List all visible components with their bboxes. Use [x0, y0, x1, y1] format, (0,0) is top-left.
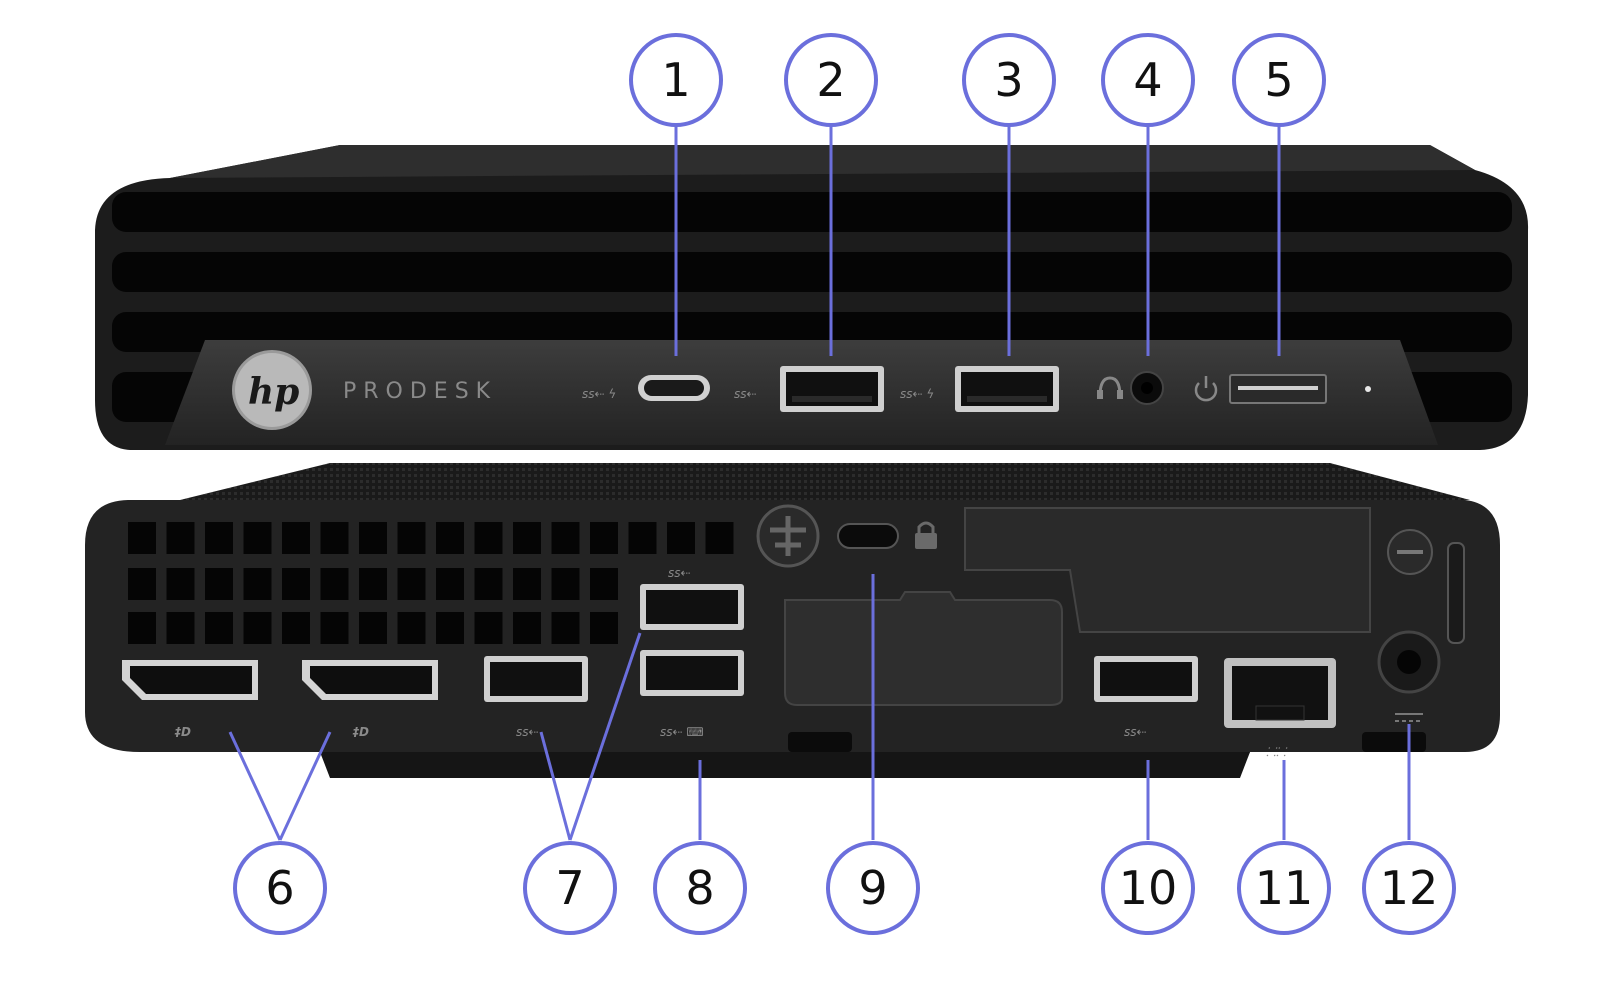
headset-icon	[1097, 376, 1123, 399]
ethernet-port	[1224, 658, 1336, 728]
svg-text:ss⇠ ⌨: ss⇠ ⌨	[660, 725, 704, 739]
vent-hole	[128, 522, 156, 554]
vent-hole	[205, 568, 233, 600]
callout-5: 5	[1232, 33, 1326, 127]
callout-lines	[228, 125, 1411, 841]
vent-hole	[166, 568, 195, 600]
svg-text:6: 6	[265, 861, 294, 915]
callout-4: 4	[1101, 33, 1195, 127]
vent-hole	[474, 568, 503, 600]
vent-hole	[590, 612, 618, 644]
expansion-cover	[784, 591, 1063, 706]
vent-hole	[667, 522, 695, 554]
displayport-1	[122, 660, 258, 700]
vent-hole	[513, 568, 541, 600]
svg-text:7: 7	[555, 861, 584, 915]
displayport-2	[302, 660, 438, 700]
svg-text:ss⇠: ss⇠	[1124, 725, 1147, 739]
vent-hole	[128, 568, 156, 600]
vent-hole	[205, 612, 233, 644]
vent-hole	[320, 568, 349, 600]
vent-hole	[397, 612, 426, 644]
svg-text:ss⇠: ss⇠	[668, 566, 691, 580]
vent-hole	[359, 612, 387, 644]
svg-text:10: 10	[1119, 861, 1178, 915]
lock-icon	[915, 521, 937, 549]
model-label: PRODESK	[343, 379, 497, 404]
vent-hole	[590, 522, 618, 554]
vent-hole	[166, 612, 195, 644]
callout-11: 11	[1237, 841, 1331, 935]
vent-hole	[282, 568, 310, 600]
vent-hole	[436, 522, 464, 554]
callout-1: 1	[629, 33, 723, 127]
vent-hole	[474, 612, 503, 644]
vent-hole	[551, 522, 580, 554]
vent-hole	[436, 612, 464, 644]
vent-hole	[282, 612, 310, 644]
svg-text:12: 12	[1380, 861, 1439, 915]
svg-text:ss⇠ ϟ: ss⇠ ϟ	[582, 387, 616, 401]
vent-hole	[628, 522, 657, 554]
vent-hole	[359, 522, 387, 554]
callout-7: 7	[523, 841, 617, 935]
power-led	[1365, 386, 1371, 392]
vent-hole	[397, 568, 426, 600]
svg-text:⸬⸬: ⸬⸬	[1266, 745, 1288, 759]
vent-hole	[513, 522, 541, 554]
power-icon	[1194, 376, 1218, 402]
vent-hole	[436, 568, 464, 600]
vent-hole	[320, 612, 349, 644]
vent-hole	[551, 568, 580, 600]
vent-hole	[551, 612, 580, 644]
svg-text:ss⇠: ss⇠	[516, 725, 539, 739]
vent-hole	[474, 522, 503, 554]
svg-text:hp: hp	[248, 371, 299, 413]
vent-hole	[243, 568, 272, 600]
vent-hole	[397, 522, 426, 554]
vent-hole	[705, 522, 734, 554]
vent-hole	[513, 612, 541, 644]
svg-text:3: 3	[994, 53, 1023, 107]
svg-text:1: 1	[661, 53, 690, 107]
rear-vent-grid	[128, 522, 734, 644]
callout-9: 9	[826, 841, 920, 935]
svg-text:ss⇠ ϟ: ss⇠ ϟ	[900, 387, 934, 401]
vent-hole	[243, 522, 272, 554]
rear-view: ‡D ‡D ss⇠ ss⇠ ss⇠ ⌨ ss⇠	[85, 463, 1500, 778]
svg-text:‡D: ‡D	[174, 725, 191, 739]
callout-2: 2	[784, 33, 878, 127]
svg-text:4: 4	[1133, 53, 1162, 107]
vent-hole	[590, 568, 618, 600]
vent-hole	[320, 522, 349, 554]
vent-hole	[359, 568, 387, 600]
vent-hole	[128, 612, 156, 644]
callout-3: 3	[962, 33, 1056, 127]
callout-12: 12	[1362, 841, 1456, 935]
svg-text:‡D: ‡D	[352, 725, 369, 739]
svg-text:9: 9	[858, 861, 887, 915]
callout-10: 10	[1101, 841, 1195, 935]
svg-text:8: 8	[685, 861, 714, 915]
vent-hole	[282, 522, 310, 554]
front-view: hp PRODESK ss⇠ ϟ ss⇠ ss⇠ ϟ	[95, 145, 1529, 450]
svg-text:ss⇠: ss⇠	[734, 387, 757, 401]
svg-text:5: 5	[1264, 53, 1293, 107]
callout-8: 8	[653, 841, 747, 935]
vent-hole	[243, 612, 272, 644]
callout-6: 6	[233, 841, 327, 935]
vent-hole	[166, 522, 195, 554]
svg-text:2: 2	[816, 53, 845, 107]
svg-text:11: 11	[1255, 861, 1314, 915]
callout-markers: 1 2 3 4 5 6 7 8	[233, 33, 1456, 935]
lock-slot	[837, 523, 899, 549]
vent-hole	[205, 522, 233, 554]
hp-logo: hp	[232, 350, 312, 430]
